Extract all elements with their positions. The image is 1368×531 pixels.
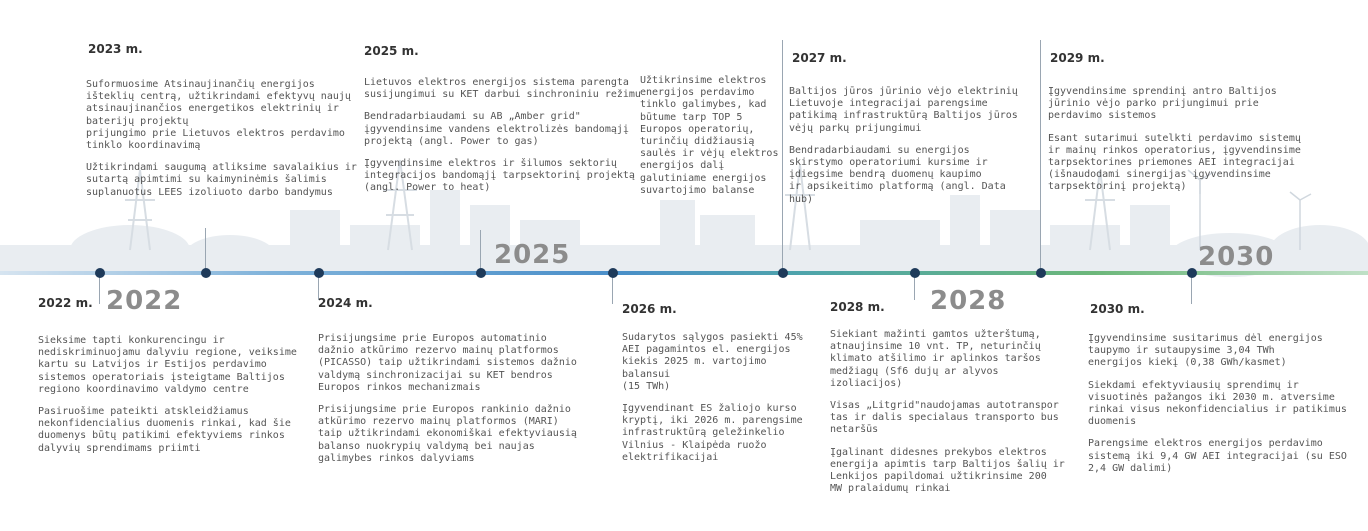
big-year-2025: 2025 <box>494 240 571 270</box>
milestone-2025b-paragraph-1: Užtikrinsime elektros energijos perdavim… <box>640 75 779 196</box>
connector-tick <box>612 274 613 304</box>
timeline-dot-2027 <box>778 268 788 278</box>
milestone-title-2027: 2027 m. <box>792 51 847 65</box>
milestone-title-2025: 2025 m. <box>364 44 419 58</box>
skyline-illustration <box>0 159 1368 277</box>
timeline-dot-2029 <box>1036 268 1046 278</box>
timeline-dot-2025 <box>476 268 486 278</box>
big-year-2022: 2022 <box>106 286 183 316</box>
connector-tick <box>914 274 915 300</box>
milestone-2022-paragraph-2: Pasiruošime pateikti atskleidžiamus neko… <box>38 406 291 454</box>
connector-tick <box>318 274 319 300</box>
milestone-2027-paragraph-2: Bendradarbiaudami su energijos skirstymo… <box>789 144 1006 205</box>
timeline-dot-2024 <box>314 268 324 278</box>
milestone-2026-paragraph-2: Įgyvendinant ES žaliojo kurso kryptį, ik… <box>622 403 803 463</box>
milestone-text-2029: Įgyvendinsime sprendinį antro Baltijos j… <box>1048 86 1328 204</box>
milestone-2029-paragraph-2: Esant sutarimui sutelkti perdavimo siste… <box>1048 132 1301 193</box>
milestone-text-2024: Prisijungsime prie Europos automatinio d… <box>318 333 603 475</box>
connector-tick <box>205 228 206 272</box>
milestone-text-2027: Baltijos jūros jūrinio vėjo elektrinių L… <box>789 86 1034 216</box>
milestone-2030-paragraph-1: Įgyvendinsime susitarimus dėl energijos … <box>1088 333 1323 369</box>
milestone-2028-paragraph-2: Visas „Litgrid"naudojamas autotranspor t… <box>830 400 1059 436</box>
milestone-text-2028: Siekiant mažinti gamtos užterštumą, atna… <box>830 329 1075 505</box>
milestone-2025-paragraph-2: Bendradarbiaudami su AB „Amber grid" įgy… <box>364 111 629 147</box>
milestone-title-2028: 2028 m. <box>830 300 885 314</box>
timeline-dot-2028 <box>910 268 920 278</box>
milestone-text-2023: Suformuosime Atsinaujinančių energijos i… <box>86 79 361 209</box>
timeline-dot-2022 <box>95 268 105 278</box>
milestone-2028-paragraph-1: Siekiant mažinti gamtos užterštumą, atna… <box>830 329 1041 389</box>
milestone-2030-paragraph-2: Siekdami efektyviausių sprendimų ir visu… <box>1088 379 1347 428</box>
milestone-2025-paragraph-1: Lietuvos elektros energijos sistema pare… <box>364 77 641 101</box>
milestone-2028-paragraph-3: Įgalinant didesnes prekybos elektros ene… <box>830 446 1065 495</box>
timeline-dot-2030 <box>1187 268 1197 278</box>
milestone-title-2023: 2023 m. <box>88 42 143 56</box>
milestone-2023-paragraph-2: Užtikrindami saugumą atliksime savalaiki… <box>86 162 357 198</box>
connector-tick <box>1191 274 1192 304</box>
milestone-title-2029: 2029 m. <box>1050 51 1105 65</box>
timeline-dot-2026 <box>608 268 618 278</box>
timeline-bar <box>0 271 1368 275</box>
milestone-2024-paragraph-1: Prisijungsime prie Europos automatinio d… <box>318 333 577 393</box>
milestone-text-2022: Sieksime tapti konkurencingu ir nediskri… <box>38 335 318 465</box>
connector-tick <box>480 230 481 272</box>
milestone-title-2030: 2030 m. <box>1090 302 1145 316</box>
milestone-2022-paragraph-1: Sieksime tapti konkurencingu ir nediskri… <box>38 335 297 395</box>
timeline-dot-2023 <box>201 268 211 278</box>
big-year-2028: 2028 <box>930 286 1007 316</box>
milestone-title-2022: 2022 m. <box>38 296 93 310</box>
milestone-2025-paragraph-3: Įgyvendinsime elektros ir šilumos sektor… <box>364 158 635 194</box>
connector-tick <box>1040 40 1041 272</box>
milestone-text-2030: Įgyvendinsime susitarimus dėl energijos … <box>1088 333 1363 485</box>
connector-tick <box>782 40 783 272</box>
milestone-text-2026: Sudarytos sąlygos pasiekti 45% AEI pagam… <box>622 332 812 474</box>
connector-tick <box>99 274 100 304</box>
milestone-2029-paragraph-1: Įgyvendinsime sprendinį antro Baltijos j… <box>1048 86 1277 122</box>
milestone-2026-paragraph-1: Sudarytos sąlygos pasiekti 45% AEI pagam… <box>622 332 803 392</box>
milestone-title-2026: 2026 m. <box>622 302 677 316</box>
milestone-title-2024: 2024 m. <box>318 296 373 310</box>
milestone-2030-paragraph-3: Parengsime elektros energijos perdavimo … <box>1088 438 1347 474</box>
milestone-2023-paragraph-1: Suformuosime Atsinaujinančių energijos i… <box>86 79 351 152</box>
milestone-text-2025-b: Užtikrinsime elektros energijos perdavim… <box>640 75 780 207</box>
big-year-2030: 2030 <box>1198 242 1275 272</box>
milestone-2024-paragraph-2: Prisijungsime prie Europos rankinio dažn… <box>318 404 577 464</box>
milestone-2027-paragraph-1: Baltijos jūros jūrinio vėjo elektrinių L… <box>789 86 1018 134</box>
milestone-text-2025: Lietuvos elektros energijos sistema pare… <box>364 77 644 205</box>
